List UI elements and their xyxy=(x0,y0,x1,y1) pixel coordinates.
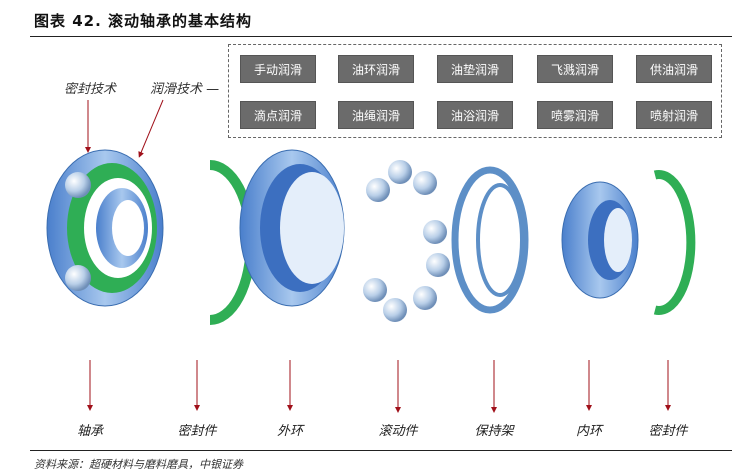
lubrication-method: 喷雾润滑 xyxy=(537,101,613,129)
lubrication-pointer xyxy=(138,99,164,158)
lubrication-method: 油垫润滑 xyxy=(437,55,513,83)
sealing-tech-label: 密封技术 xyxy=(64,82,117,97)
lubrication-method: 油绳润滑 xyxy=(338,101,414,129)
part-label: 密封件 xyxy=(177,424,217,439)
part-label: 保持架 xyxy=(474,424,514,439)
part-arrows xyxy=(87,360,671,413)
source-divider xyxy=(30,450,732,451)
assembled-bearing xyxy=(46,149,164,307)
lubrication-method: 手动润滑 xyxy=(240,55,316,83)
rolling-elements xyxy=(363,160,450,322)
outer-ring xyxy=(239,149,345,307)
title-divider xyxy=(30,36,732,37)
part-label: 密封件 xyxy=(648,424,688,439)
lubrication-method: 飞溅润滑 xyxy=(537,55,613,83)
lubrication-method: 滴点润滑 xyxy=(240,101,316,129)
lubrication-method: 供油润滑 xyxy=(636,55,712,83)
inner-ring xyxy=(561,181,639,299)
lubrication-method: 油环润滑 xyxy=(338,55,414,83)
lubrication-tech-label: 润滑技术 — xyxy=(150,82,220,97)
lubrication-method: 油浴润滑 xyxy=(437,101,513,129)
part-label: 滚动件 xyxy=(378,424,418,439)
part-label: 内环 xyxy=(575,424,603,439)
part-label: 外环 xyxy=(276,424,304,439)
seal-ring xyxy=(653,170,696,315)
figure-title: 图表 42. 滚动轴承的基本结构 xyxy=(34,12,253,30)
source-note: 资料来源：超硬材料与磨料磨具，中银证券 xyxy=(34,458,243,471)
part-label: 轴承 xyxy=(76,424,104,439)
lubrication-method: 喷射润滑 xyxy=(636,101,712,129)
lubrication-methods-box xyxy=(228,44,722,138)
cage xyxy=(451,166,529,314)
